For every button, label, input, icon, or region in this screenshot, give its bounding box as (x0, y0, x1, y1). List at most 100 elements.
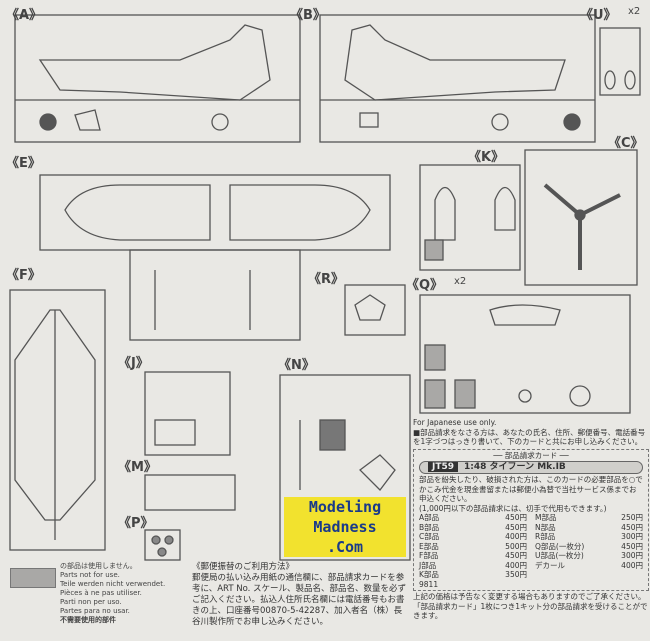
sprue-label-n: 《N》 (278, 358, 315, 373)
price-row: J部品 400円 (419, 561, 527, 571)
sprue-frame-q (419, 294, 631, 414)
modeling-madness-watermark: Modeling Madness .Com (284, 497, 406, 557)
sprue-label-k: 《K》 (468, 150, 505, 165)
sprue-qty-u: x2 (628, 6, 641, 17)
parts-order-section: For Japanese use only. ■部品請求をなさる方は、あなたの氏… (413, 418, 649, 621)
sprue-frame-e (39, 174, 391, 251)
sprue-frame-b (319, 14, 596, 143)
watermark-line: .Com (326, 538, 364, 556)
part-name: C部品 (419, 532, 440, 541)
sprue-label-p: 《P》 (118, 516, 154, 531)
sprue-frame-m (144, 474, 236, 511)
price-footer-note: 上記の価格は予告なく変更する場合もありますのでご了承ください。「部品請求カード」… (413, 592, 648, 620)
sprue-frame-k (419, 164, 521, 271)
card-title: ── 部品請求カード ── (493, 450, 569, 460)
legend-line: 不需要使用的部件 (60, 616, 116, 624)
price-row: F部品 450円 (419, 551, 527, 561)
card-description: 部品を紛失したり、破損された方は、このカードの必要部品を○でかこみ代金を現金書留… (419, 475, 643, 503)
watermark-line: Madness (313, 518, 377, 536)
legend-line: の部品は使用しません。 (60, 562, 137, 570)
part-price: 450円 (505, 513, 527, 522)
order-instruction: ■部品請求をなさる方は、あなたの氏名、住所、郵便番号、電話番号を1字づつはっきり… (413, 427, 646, 447)
sprue-frame-u (599, 27, 641, 96)
wing-left (64, 184, 211, 241)
part-price: 500円 (505, 541, 527, 551)
price-row: Q部品(一枚分) 450円 (535, 542, 643, 552)
sprue-frame-c (524, 149, 638, 286)
sprue-frame-e-lower (129, 249, 301, 341)
part-price: 250円 (621, 513, 643, 522)
sprue-label-f: 《F》 (6, 268, 41, 283)
parts-order-card: ── 部品請求カード ── JT59 1:48 タイフーン Mk.IB 部品を紛失… (413, 448, 649, 591)
price-row: A部品 450円 (419, 513, 527, 523)
sprue-frame-r (344, 284, 406, 336)
propeller (543, 183, 621, 270)
part-name: デカール (535, 560, 565, 570)
japanese-only-note: For Japanese use only. (413, 418, 497, 427)
sprue-label-b: 《B》 (290, 8, 326, 23)
part-name: U部品(一枚分) (535, 551, 584, 560)
legend-line: Parts not for use. (60, 571, 120, 579)
price-row: K部品 350円 (419, 570, 527, 580)
part-name: F部品 (419, 551, 439, 560)
price-row: U部品(一枚分) 300円 (535, 551, 643, 561)
part-name: A部品 (419, 513, 440, 522)
sprue-label-u: 《U》 (580, 8, 617, 23)
legend-line: Pièces à ne pas utiliser. (60, 589, 142, 597)
part-name: N部品 (535, 522, 556, 532)
price-row: M部品 250円 (535, 513, 643, 523)
price-row (535, 570, 643, 580)
part-price: 400円 (621, 560, 643, 570)
part-price: 300円 (621, 532, 643, 541)
sprue-label-e: 《E》 (6, 156, 41, 171)
product-name: 1:48 タイフーン Mk.IB (464, 462, 566, 472)
legend-line: Teile werden nicht verwendet. (60, 580, 166, 588)
sprue-frame-n (279, 374, 411, 561)
watermark-line: Modeling (308, 498, 382, 516)
part-name: J部品 (419, 560, 437, 570)
sprue-frame-f (9, 289, 106, 551)
price-row: デカール 400円 (535, 561, 643, 571)
sprue-frame-j (144, 371, 231, 456)
sprue-label-j: 《J》 (118, 356, 149, 371)
sprue-qty-q: x2 (454, 276, 467, 287)
unused-parts-swatch (10, 568, 56, 588)
sprue-label-r: 《R》 (308, 272, 345, 287)
part-price: 350円 (505, 570, 527, 579)
part-name: K部品 (419, 570, 439, 579)
postal-body: 郵便局の払い込み用紙の通信欄に、部品請求カードを参考に、ART No. スケール… (192, 573, 407, 627)
sprue-label-q: 《Q》 (406, 278, 444, 293)
part-price: 300円 (621, 551, 643, 560)
stamp-note: (1,000円以下の部品請求には、切手で代用もできます。) (419, 503, 607, 513)
serial-number: 9811 (419, 579, 439, 589)
sprue-frame-p (144, 529, 181, 561)
part-price: 450円 (505, 551, 527, 560)
part-name: E部品 (419, 541, 439, 551)
legend-line: Partes para no usar. (60, 607, 130, 615)
part-price: 400円 (505, 560, 527, 570)
sprue-frame-a (14, 14, 301, 143)
fuselage-half-a (38, 24, 271, 101)
part-name: R部品 (535, 532, 556, 541)
postal-transfer-instructions: 《郵便振替のご利用方法》 郵便局の払い込み用紙の通信欄に、部品請求カードを参考に… (192, 562, 408, 628)
wing-right (229, 184, 371, 241)
postal-title: 《郵便振替のご利用方法》 (192, 562, 295, 572)
price-row: R部品 300円 (535, 532, 643, 542)
sprue-label-c: 《C》 (608, 136, 644, 151)
part-name: M部品 (535, 513, 557, 522)
part-price: 450円 (621, 541, 643, 551)
part-price: 450円 (621, 522, 643, 532)
lower-wing (14, 309, 96, 521)
part-name: B部品 (419, 522, 440, 532)
part-name: Q部品(一枚分) (535, 541, 585, 551)
price-row: E部品 500円 (419, 542, 527, 552)
unused-parts-legend: の部品は使用しません。 Parts not for use. Teile wer… (60, 562, 186, 625)
sprue-label-a: 《A》 (6, 8, 43, 23)
product-code: JT59 (428, 462, 459, 472)
fuselage-half-b (344, 24, 566, 101)
legend-line: Parti non per uso. (60, 598, 122, 606)
